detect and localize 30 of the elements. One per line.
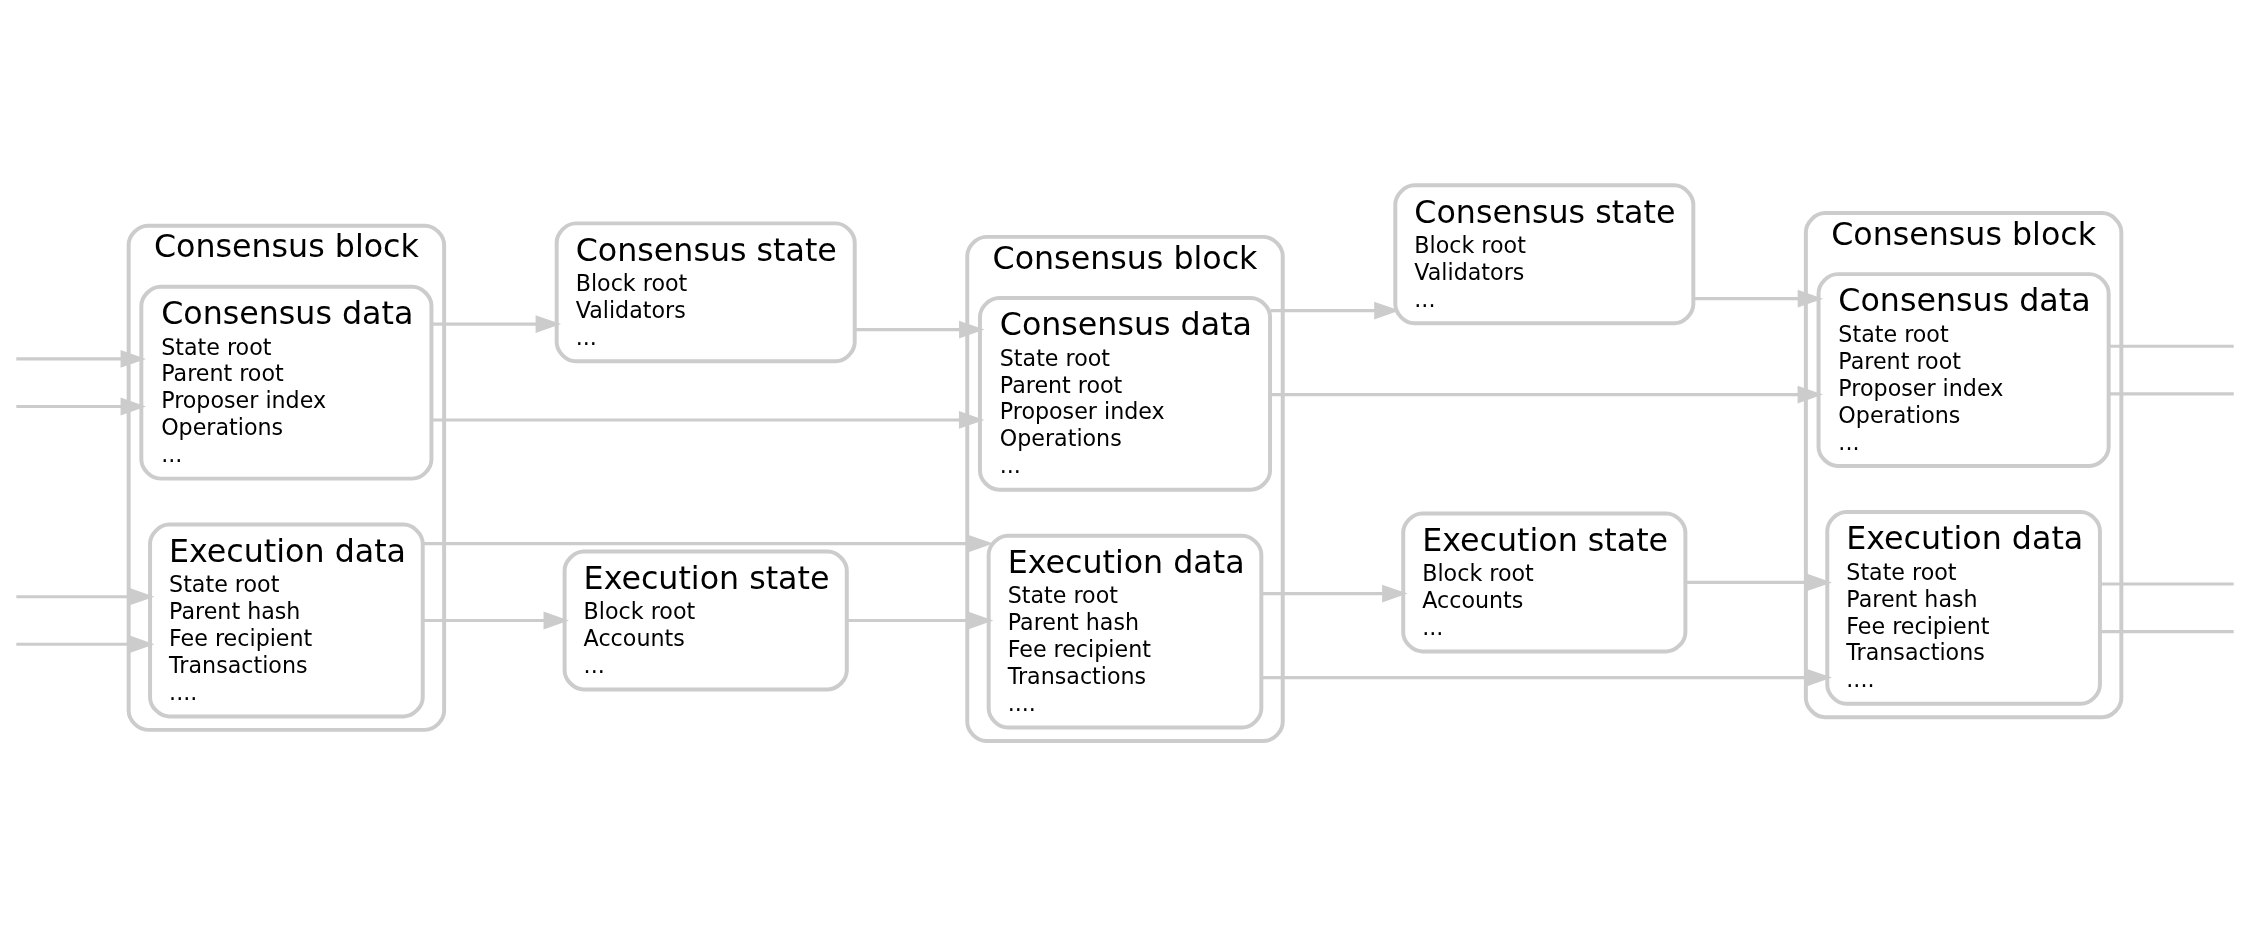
arrow — [855, 320, 985, 338]
arrow — [423, 611, 569, 629]
arrow — [16, 349, 146, 368]
arrow — [1270, 301, 1400, 319]
arrow — [423, 534, 994, 552]
arrow — [1270, 385, 1823, 403]
node-box: Consensus data State root Parent root Proposer index Operations ... — [139, 284, 434, 481]
connector — [2100, 581, 2234, 586]
arrow — [431, 314, 561, 333]
node-box: Consensus data State root Parent root Proposer index Operations ... — [1816, 271, 2111, 468]
connector — [2109, 391, 2234, 395]
arrow — [1261, 584, 1408, 602]
arrow — [16, 634, 155, 653]
arrow — [847, 611, 994, 629]
arrow — [1261, 668, 1832, 686]
node-box: Consensus data State root Parent root Proposer index Operations ... — [977, 295, 1273, 492]
arrow — [16, 587, 155, 606]
node-box: Execution state Block root Accounts ... — [562, 549, 849, 691]
arrow — [16, 397, 146, 415]
node-box: Execution data State root Parent hash Fee recipient Transactions .... — [148, 522, 425, 718]
arrow — [431, 410, 985, 429]
node-box: Execution state Block root Accounts ... — [1401, 511, 1688, 653]
connector — [2100, 629, 2234, 633]
arrow — [1685, 573, 1832, 591]
arrow — [1693, 289, 1824, 308]
node-box: Execution data State root Parent hash Fee recipient Transactions .... — [986, 533, 1264, 729]
node-box: Consensus state Block root Validators ... — [554, 220, 857, 363]
node-box: Execution data State root Parent hash Fee recipient Transactions .... — [1825, 509, 2102, 706]
node-box: Consensus state Block root Validators ... — [1393, 182, 1696, 325]
connector — [2109, 344, 2234, 348]
